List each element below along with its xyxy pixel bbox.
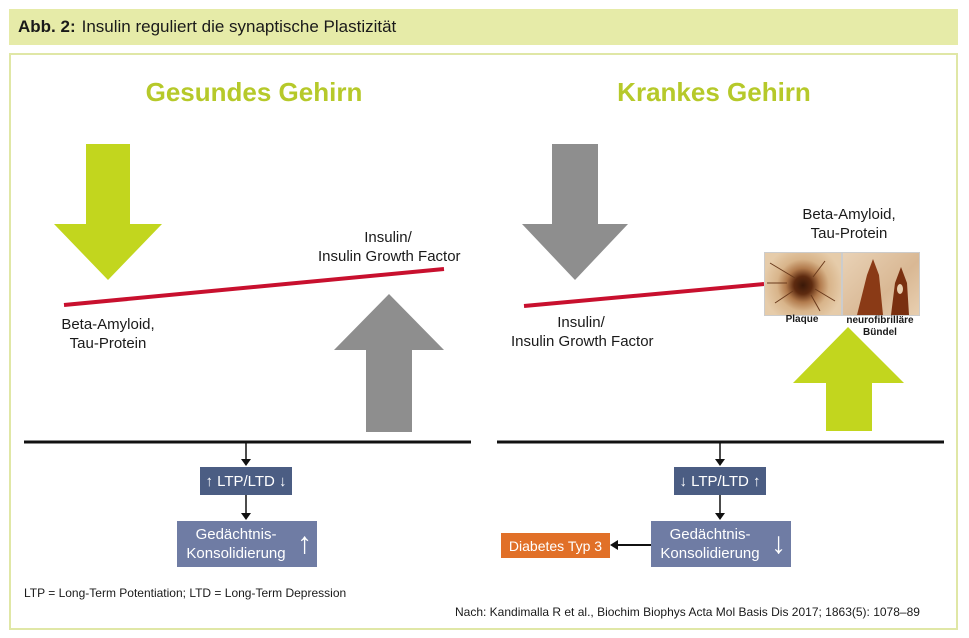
tangles-label: neurofibrilläre Bündel xyxy=(838,315,922,339)
left-insulin-label: Insulin/ Insulin Growth Factor xyxy=(318,228,461,266)
right-connector-2-head xyxy=(715,513,725,520)
left-ltp-box: ↑ LTP/LTD ↓ xyxy=(200,467,292,495)
right-up-arrow xyxy=(793,327,904,431)
figure-number: Abb. 2: xyxy=(18,17,76,36)
right-memory-text: Gedächtnis- Konsolidierung xyxy=(660,525,759,563)
right-down-arrow xyxy=(522,144,628,280)
right-insulin-line1: Insulin/ xyxy=(557,314,605,331)
left-connector-2-head xyxy=(241,513,251,520)
abbreviation-footnote: LTP = Long-Term Potentiation; LTD = Long… xyxy=(24,586,347,600)
left-amyloid-label: Beta-Amyloid, Tau-Protein xyxy=(58,315,158,353)
right-insulin-line2: Insulin Growth Factor xyxy=(511,333,654,350)
left-memory-line2: Konsolidierung xyxy=(186,545,286,562)
right-amyloid-line2: Tau-Protein xyxy=(810,225,888,242)
tangles-label-line1: neurofibrilläre xyxy=(846,315,914,326)
plaque-image xyxy=(764,252,842,316)
right-amyloid-label: Beta-Amyloid, Tau-Protein xyxy=(789,205,909,243)
diabetes-connector-head xyxy=(610,540,618,550)
left-memory-up-icon: ↑ xyxy=(297,527,312,560)
left-insulin-line2: Insulin Growth Factor xyxy=(318,248,461,265)
right-memory-down-icon: ↓ xyxy=(771,527,786,560)
figure-header: Abb. 2: Insulin reguliert die synaptisch… xyxy=(9,9,958,45)
tangles-image xyxy=(842,252,920,316)
left-memory-text: Gedächtnis- Konsolidierung xyxy=(186,525,285,563)
right-insulin-label: Insulin/ Insulin Growth Factor xyxy=(511,313,654,351)
left-down-arrow xyxy=(54,144,162,280)
tangles-image-texture xyxy=(857,259,909,315)
diagram-frame xyxy=(9,53,958,630)
right-memory-box: Gedächtnis- Konsolidierung ↓ xyxy=(651,521,791,567)
right-connector-1-head xyxy=(715,459,725,466)
left-memory-line1: Gedächtnis- xyxy=(195,526,277,543)
left-balance-line xyxy=(63,267,445,307)
plaque-label: Plaque xyxy=(785,314,819,325)
left-insulin-line1: Insulin/ xyxy=(364,229,412,246)
right-memory-line1: Gedächtnis- xyxy=(669,526,751,543)
left-heading: Gesundes Gehirn xyxy=(145,77,363,107)
plaque-image-texture xyxy=(767,260,836,312)
right-ltp-box: ↓ LTP/LTD ↑ xyxy=(674,467,766,495)
left-amyloid-line2: Tau-Protein xyxy=(69,335,147,352)
diabetes-box: Diabetes Typ 3 xyxy=(501,533,610,558)
right-heading: Krankes Gehirn xyxy=(617,77,811,107)
tangles-label-line2: Bündel xyxy=(863,327,897,338)
source-citation: Nach: Kandimalla R et al., Biochim Bioph… xyxy=(455,605,920,619)
right-memory-line2: Konsolidierung xyxy=(660,545,760,562)
left-connector-1-head xyxy=(241,459,251,466)
left-up-arrow xyxy=(334,294,444,432)
figure-title: Insulin reguliert die synaptische Plasti… xyxy=(81,17,397,36)
left-amyloid-line1: Beta-Amyloid, xyxy=(61,316,155,333)
left-memory-box: Gedächtnis- Konsolidierung ↑ xyxy=(177,521,317,567)
right-balance-line xyxy=(523,282,765,308)
right-amyloid-line1: Beta-Amyloid, xyxy=(802,206,896,223)
